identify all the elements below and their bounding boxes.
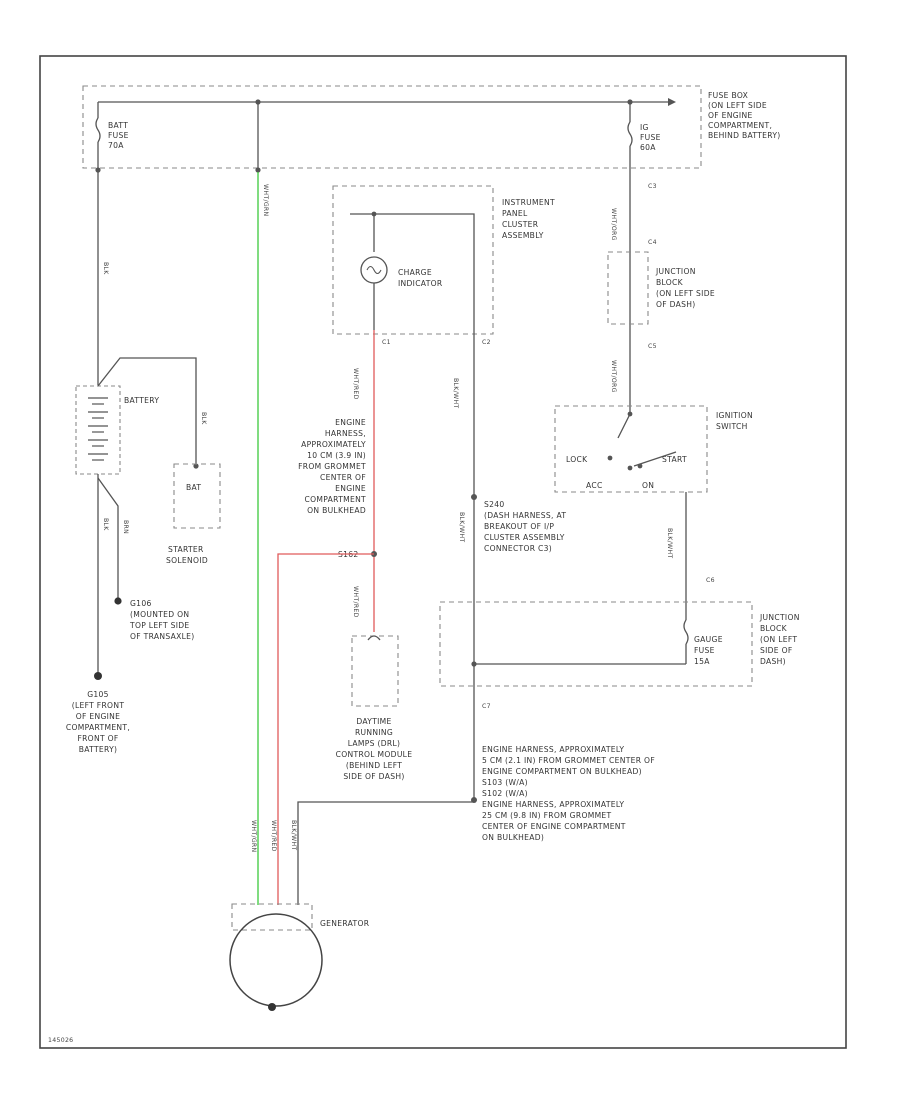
connector-label: C7 xyxy=(482,703,491,710)
connector-label: C6 xyxy=(706,577,715,584)
connector-label: C2 xyxy=(482,339,491,346)
wire-color-label: WHT/RED xyxy=(352,368,359,400)
wire-color-label: BLK/WHT xyxy=(452,378,459,409)
starter-terminal-label: BAT xyxy=(186,483,201,492)
ground-g105-icon xyxy=(94,672,102,680)
ignition-contact-icon xyxy=(617,413,631,439)
wire-ground-g106 xyxy=(97,477,119,600)
wire-color-label: WHT/ORG xyxy=(610,208,617,241)
lamp-filament-icon xyxy=(366,265,382,275)
starter-solenoid-box xyxy=(173,463,221,529)
connector-label: C1 xyxy=(382,339,391,346)
ground-g106-icon xyxy=(114,597,122,605)
drl-module-box xyxy=(351,635,399,707)
ignition-contact-icon xyxy=(633,451,677,467)
wire-color-label: WHT/RED xyxy=(270,820,277,852)
wire-color-label: WHT/ORG xyxy=(610,360,617,393)
diagram-code: 145026 xyxy=(48,1037,73,1044)
wire-color-label: WHT/RED xyxy=(352,586,359,618)
wire-color-label: BLK/WHT xyxy=(458,512,465,543)
junction-block-top-box xyxy=(607,251,649,325)
terminal-node xyxy=(193,463,199,469)
wire-red-to-generator xyxy=(277,553,374,905)
switch-start-label: START xyxy=(662,455,687,464)
fuse-box xyxy=(82,85,702,169)
switch-lock-label: LOCK xyxy=(566,455,588,464)
connector-label: C5 xyxy=(648,343,657,350)
wire-cluster-internal xyxy=(350,213,475,330)
battery-icon xyxy=(88,397,108,461)
wire-color-label: BLK xyxy=(102,518,109,531)
wire-to-generator-l xyxy=(297,801,474,905)
generator-connector-box xyxy=(231,903,313,931)
wire-battery-starter xyxy=(97,357,197,465)
switch-acc-label: ACC xyxy=(586,481,603,490)
gauge-fuse-icon xyxy=(683,619,689,645)
generator-ground-icon xyxy=(268,1003,276,1011)
diagram-frame xyxy=(39,55,847,1049)
switch-contact xyxy=(607,455,613,461)
wire-color-label: BLK xyxy=(102,262,109,275)
switch-contact xyxy=(627,465,633,471)
battery-label: BATTERY xyxy=(124,396,159,405)
switch-contact xyxy=(637,463,643,469)
switch-pivot xyxy=(627,411,633,417)
wire-color-label: BLK/WHT xyxy=(666,528,673,559)
instrument-cluster-box xyxy=(332,185,494,335)
batt-fuse-icon xyxy=(95,117,101,143)
wire-color-label: BRN xyxy=(122,520,129,534)
wire-color-label: WHT/GRN xyxy=(250,820,257,853)
splice-s240-node xyxy=(471,494,477,500)
wire-color-label: BLK xyxy=(200,412,207,425)
ig-fuse-icon xyxy=(627,121,633,147)
switch-on-label: ON xyxy=(642,481,654,490)
wire-color-label: WHT/GRN xyxy=(262,184,269,217)
drl-connector-icon xyxy=(367,635,381,641)
wire-color-label: BLK/WHT xyxy=(290,820,297,851)
splice-node xyxy=(95,167,101,173)
bus-arrow-icon xyxy=(668,98,676,106)
connector-label: C3 xyxy=(648,183,657,190)
generator-icon xyxy=(229,913,323,1007)
generator-label: GENERATOR xyxy=(320,919,370,928)
ignition-switch-box xyxy=(554,405,708,493)
junction-block-bottom-box xyxy=(439,601,753,687)
splice-node xyxy=(255,167,261,173)
battery-outline xyxy=(75,385,121,475)
connector-label: C4 xyxy=(648,239,657,246)
